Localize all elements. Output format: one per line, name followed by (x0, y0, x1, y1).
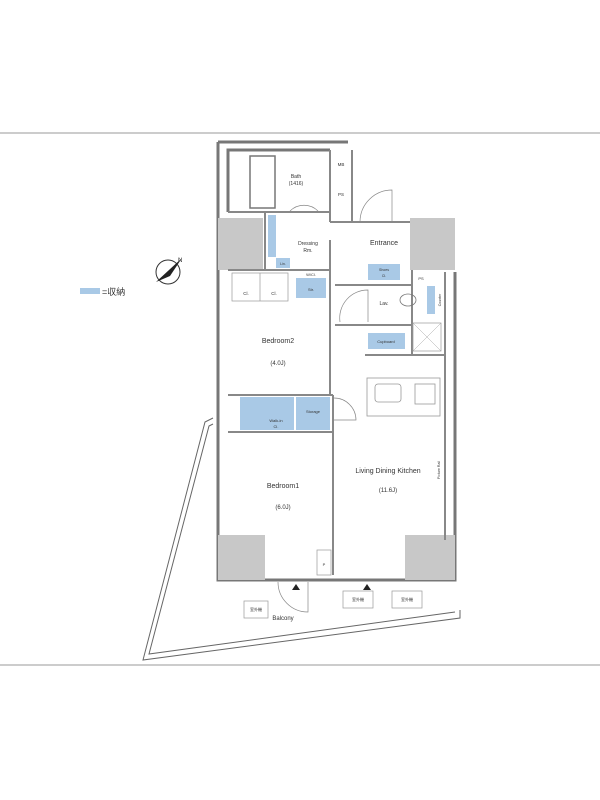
ldk-size: (11.6J) (379, 488, 397, 494)
column (218, 218, 263, 270)
counter-label: Counter (438, 293, 442, 306)
bedroom2-size: (4.0J) (270, 361, 285, 367)
interior-walls (228, 150, 446, 575)
legend-storage-swatch (80, 288, 100, 294)
exterior-walls (216, 140, 457, 582)
entry-triangle-icon (292, 584, 300, 590)
toilet-icon (399, 293, 417, 307)
picture-rail-label: Picture Rail (437, 461, 441, 479)
door-swing (333, 397, 357, 421)
ac-unit-label: 室外機 (352, 596, 364, 602)
ac-unit (342, 590, 374, 609)
entrance-label: Entrance (370, 240, 398, 247)
storage-shelf (268, 215, 276, 257)
sink-icon (374, 383, 402, 403)
stove-icon (414, 383, 436, 405)
bedroom1-label: Bedroom1 (267, 483, 299, 490)
ac-unit-label: 室外機 (401, 596, 413, 602)
bath-label: Bath (291, 174, 302, 180)
door-swing (339, 289, 369, 323)
shoes-closet (368, 264, 400, 280)
north-compass-icon: N (155, 258, 182, 285)
entry-triangle-icon (363, 584, 371, 590)
lav-label: Lav. (379, 301, 388, 307)
entrance-door-swing (359, 189, 393, 223)
mb-label: MB (338, 162, 345, 167)
pipe-label: P (323, 562, 326, 567)
bath-size: (1416) (289, 181, 304, 187)
column (218, 535, 265, 580)
ldk-label: Living Dining Kitchen (355, 468, 420, 475)
ps-label: PS (338, 192, 344, 197)
shoes-label-1: Shoes (379, 268, 389, 272)
balcony-outline (142, 417, 461, 661)
cupboard-label: Cupboard (377, 339, 395, 344)
legend-label: =収納 (102, 286, 125, 297)
bedroom1-size: (6.0J) (275, 505, 290, 511)
pipe-space (316, 549, 332, 576)
walkin-label-1: Walk-in (269, 418, 282, 423)
ac-unit-label: 室外機 (250, 606, 262, 612)
storage-closet (296, 397, 330, 430)
svg-text:N: N (178, 258, 182, 264)
ps-label-2: PS (418, 276, 424, 281)
column (410, 218, 455, 270)
shoes-label-2: Cl. (382, 274, 386, 278)
wic-label: W/Cl. (306, 272, 316, 277)
linen-closet (276, 258, 290, 268)
closet-label: Cl. (271, 291, 277, 296)
bedroom2-label: Bedroom2 (262, 338, 294, 345)
dressing-label-2: Rm. (303, 248, 312, 254)
cupboard (368, 333, 405, 349)
str-label: Str. (308, 287, 314, 292)
storage-closet (296, 278, 326, 298)
ac-unit (391, 590, 423, 609)
counter-storage (427, 286, 435, 314)
column (405, 535, 455, 580)
shower-pan (412, 322, 442, 352)
ac-unit (243, 600, 269, 619)
balcony-label: Balcony (272, 616, 293, 622)
bathtub-icon (249, 155, 276, 209)
kitchen-counter (366, 377, 441, 417)
door-swing (289, 205, 319, 212)
walkin-label-2: Cl. (274, 424, 279, 429)
dressing-label-1: Dressing (298, 241, 318, 247)
balcony-door-swing (277, 581, 309, 613)
storage-label: Storage (306, 409, 321, 414)
closet-label: Cl. (243, 291, 249, 296)
linen-label: Lin. (280, 262, 286, 266)
walk-in-closet (240, 397, 294, 430)
